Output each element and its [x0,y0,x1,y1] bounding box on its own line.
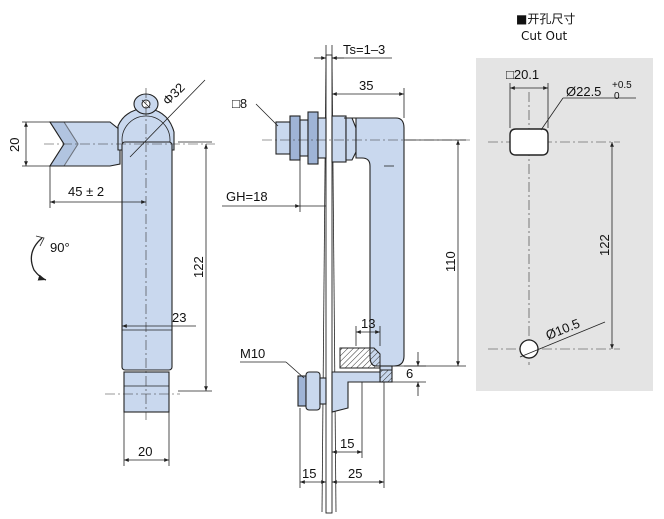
front-bottom-block [123,371,170,413]
cutout-diameter-large: Ø22.5 [566,84,601,99]
front-height-dim: 20 [7,138,22,152]
cutout-panel: ■开孔尺寸 Cut Out □20.1 Ø22.5 +0.5 0 122 Ø10… [476,12,653,391]
side-depth-dim: 35 [359,78,373,93]
side-grip-height-dim: GH=18 [226,189,268,204]
cutout-background [476,58,653,391]
cutout-pitch-dim: 122 [597,234,612,256]
side-key-shaft [275,121,291,155]
side-handle-span-dim: 110 [443,251,458,272]
side-cam-width-dim: 13 [361,316,375,331]
front-bottom-width-dim: 20 [138,444,152,459]
side-cam-thickness-dim: 6 [406,366,413,381]
side-square-key-dim: □8 [232,96,247,111]
side-cam [339,347,381,369]
front-length-dim: 122 [191,256,206,278]
cutout-tol-upper: +0.5 [612,80,632,91]
front-view: Φ32 20 45 ± 2 90° 122 23 20 [7,79,215,466]
side-dim-15-upper: 15 [340,436,354,451]
side-view: Ts=1–3 □8 35 GH=18 110 [222,42,470,514]
front-diameter-dim: Φ32 [160,80,188,108]
front-handle-bar [121,141,173,371]
side-panel [325,54,333,514]
cutout-title-cn: ■开孔尺寸 [516,12,575,26]
side-thickness-dim: Ts=1–3 [343,42,385,57]
side-dim-25: 25 [348,466,362,481]
cutout-square-hole [509,128,549,156]
side-thread-dim: M10 [240,346,265,361]
rotation-arrow-icon [30,237,47,281]
cutout-round-hole [519,339,539,359]
cutout-tol-lower: 0 [614,91,620,102]
front-rotation-label: 90° [50,240,70,255]
front-offset-dim: 45 ± 2 [68,184,104,199]
front-body-width-dim: 23 [172,310,186,325]
cutout-square-dim: □20.1 [506,67,539,82]
cutout-title-en: Cut Out [521,29,568,43]
side-dim-15-lower: 15 [302,466,316,481]
